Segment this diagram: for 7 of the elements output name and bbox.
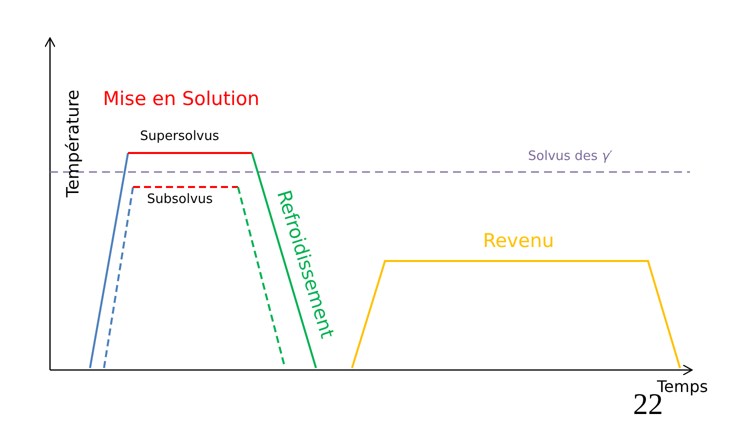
- axis-title: Temps: [657, 379, 708, 395]
- axis-title: Température: [65, 90, 82, 198]
- curve-label: Supersolvus: [140, 130, 220, 143]
- stage-label: Revenu: [483, 232, 554, 251]
- line-label: Solvus des γ′: [528, 150, 612, 163]
- stage-label: Mise en Solution: [103, 90, 260, 109]
- curve-label: Subsolvus: [147, 193, 213, 206]
